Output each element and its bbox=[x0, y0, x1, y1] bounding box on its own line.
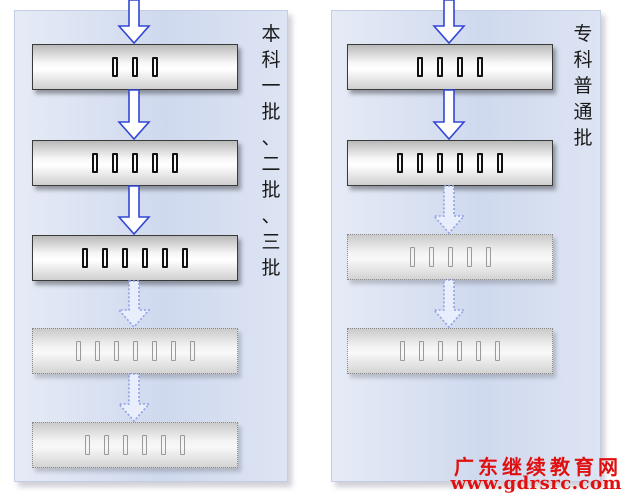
missing-glyph-icon bbox=[409, 247, 415, 267]
left-box-3 bbox=[32, 235, 238, 281]
glyph-row bbox=[409, 247, 491, 267]
missing-glyph-icon bbox=[447, 247, 453, 267]
missing-glyph-icon bbox=[397, 153, 403, 173]
missing-glyph-icon bbox=[132, 57, 138, 77]
missing-glyph-icon bbox=[497, 153, 503, 173]
right-box-3 bbox=[347, 234, 553, 280]
missing-glyph-icon bbox=[180, 435, 185, 455]
missing-glyph-icon bbox=[75, 341, 81, 361]
left-box-1 bbox=[32, 44, 238, 90]
missing-glyph-icon bbox=[152, 153, 158, 173]
label-char: 、 bbox=[261, 127, 281, 149]
label-char: 批 bbox=[261, 101, 281, 123]
missing-glyph-icon bbox=[172, 153, 178, 173]
left-panel-label: 本 科 一 批 、 二 批 、 三 批 bbox=[258, 21, 284, 281]
missing-glyph-icon bbox=[476, 341, 481, 361]
missing-glyph-icon bbox=[485, 247, 491, 267]
left-box-2 bbox=[32, 140, 238, 186]
label-char: 二 bbox=[261, 153, 281, 175]
arrow-down-icon bbox=[117, 185, 151, 236]
missing-glyph-icon bbox=[438, 341, 443, 361]
missing-glyph-icon bbox=[457, 153, 463, 173]
glyph-row bbox=[112, 57, 158, 77]
missing-glyph-icon bbox=[142, 248, 148, 268]
right-box-1 bbox=[347, 44, 553, 90]
arrow-down-icon bbox=[117, 89, 151, 141]
right-panel-label: 专 科 普 通 批 bbox=[570, 21, 596, 151]
missing-glyph-icon bbox=[123, 435, 128, 455]
label-char: 、 bbox=[261, 205, 281, 227]
label-char: 一 bbox=[261, 75, 281, 97]
glyph-row bbox=[417, 57, 483, 77]
missing-glyph-icon bbox=[161, 435, 166, 455]
missing-glyph-icon bbox=[182, 248, 188, 268]
glyph-row bbox=[82, 248, 188, 268]
arrow-down-faded-icon bbox=[117, 373, 151, 423]
missing-glyph-icon bbox=[122, 248, 128, 268]
missing-glyph-icon bbox=[170, 341, 176, 361]
missing-glyph-icon bbox=[82, 248, 88, 268]
missing-glyph-icon bbox=[92, 153, 98, 173]
arrow-down-faded-icon bbox=[117, 280, 151, 329]
left-box-5 bbox=[32, 422, 238, 468]
missing-glyph-icon bbox=[457, 341, 462, 361]
label-char: 批 bbox=[261, 257, 281, 279]
label-char: 通 bbox=[573, 101, 593, 123]
missing-glyph-icon bbox=[102, 248, 108, 268]
missing-glyph-icon bbox=[162, 248, 168, 268]
missing-glyph-icon bbox=[417, 57, 423, 77]
arrow-down-icon bbox=[432, 89, 466, 141]
label-char: 批 bbox=[573, 127, 593, 149]
missing-glyph-icon bbox=[428, 247, 434, 267]
missing-glyph-icon bbox=[437, 153, 443, 173]
missing-glyph-icon bbox=[113, 341, 119, 361]
missing-glyph-icon bbox=[466, 247, 472, 267]
label-char: 批 bbox=[261, 179, 281, 201]
label-char: 科 bbox=[573, 49, 593, 71]
arrow-down-faded-icon bbox=[432, 185, 466, 235]
missing-glyph-icon bbox=[112, 57, 118, 77]
missing-glyph-icon bbox=[417, 153, 423, 173]
missing-glyph-icon bbox=[132, 153, 138, 173]
label-char: 三 bbox=[261, 231, 281, 253]
watermark-url: www.gdrsrc.com bbox=[450, 473, 622, 494]
label-char: 科 bbox=[261, 49, 281, 71]
arrow-down-faded-icon bbox=[432, 279, 466, 329]
glyph-row bbox=[397, 153, 503, 173]
glyph-row bbox=[400, 341, 500, 361]
glyph-row bbox=[75, 341, 195, 361]
missing-glyph-icon bbox=[151, 341, 157, 361]
arrow-down-icon bbox=[432, 0, 466, 45]
missing-glyph-icon bbox=[477, 57, 483, 77]
missing-glyph-icon bbox=[477, 153, 483, 173]
arrow-down-icon bbox=[117, 0, 151, 45]
missing-glyph-icon bbox=[400, 341, 405, 361]
missing-glyph-icon bbox=[132, 341, 138, 361]
right-box-4 bbox=[347, 328, 553, 374]
missing-glyph-icon bbox=[495, 341, 500, 361]
label-char: 普 bbox=[573, 75, 593, 97]
right-box-2 bbox=[347, 140, 553, 186]
missing-glyph-icon bbox=[419, 341, 424, 361]
missing-glyph-icon bbox=[457, 57, 463, 77]
left-box-4 bbox=[32, 328, 238, 374]
missing-glyph-icon bbox=[94, 341, 100, 361]
missing-glyph-icon bbox=[104, 435, 109, 455]
missing-glyph-icon bbox=[152, 57, 158, 77]
missing-glyph-icon bbox=[437, 57, 443, 77]
missing-glyph-icon bbox=[112, 153, 118, 173]
glyph-row bbox=[92, 153, 178, 173]
missing-glyph-icon bbox=[142, 435, 147, 455]
glyph-row bbox=[85, 435, 185, 455]
label-char: 专 bbox=[573, 23, 593, 45]
label-char: 本 bbox=[261, 23, 281, 45]
missing-glyph-icon bbox=[189, 341, 195, 361]
missing-glyph-icon bbox=[85, 435, 90, 455]
watermark-chinese: 广东继续教育网 bbox=[454, 455, 622, 479]
